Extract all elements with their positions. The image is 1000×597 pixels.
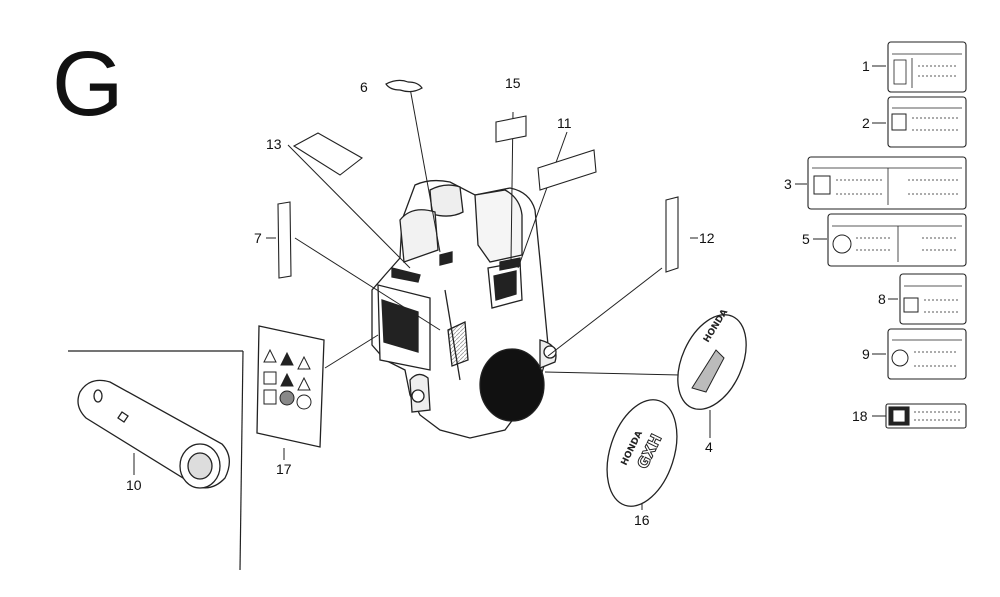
callout-10: 10: [126, 477, 142, 493]
callout-9: 9: [862, 346, 870, 362]
part-1-label: [887, 41, 967, 93]
part-13-label: [292, 132, 363, 176]
part-7-label: [277, 201, 292, 279]
part-4-emblem: HONDA: [677, 308, 747, 410]
callout-12: 12: [699, 230, 715, 246]
callout-13: 13: [266, 136, 282, 152]
callout-1: 1: [862, 58, 870, 74]
leader-lines: [133, 65, 898, 510]
callout-18: 18: [852, 408, 868, 424]
boundary-lines: [68, 350, 244, 571]
callout-2: 2: [862, 115, 870, 131]
part-17-warning-label: [256, 325, 325, 448]
callout-5: 5: [802, 231, 810, 247]
part-10-spark-plug-wrench: [77, 379, 230, 489]
part-2-label: [887, 96, 967, 148]
part-15-label: [495, 115, 527, 143]
section-letter: G: [52, 33, 124, 135]
engine-body: [371, 179, 557, 439]
callout-3: 3: [784, 176, 792, 192]
part-8-label: [899, 273, 967, 325]
callout-4: 4: [705, 439, 713, 455]
callout-7: 7: [254, 230, 262, 246]
callout-15: 15: [505, 75, 521, 91]
part-5-label: [827, 213, 967, 267]
callout-8: 8: [878, 291, 886, 307]
part-11-label: [537, 149, 597, 191]
part-6-gasket: [385, 79, 423, 93]
part-9-label: [887, 328, 967, 380]
callout-16: 16: [634, 512, 650, 528]
callout-17: 17: [276, 461, 292, 477]
callout-11: 11: [557, 115, 572, 131]
part-12-label: [665, 196, 679, 273]
part-16-emblem: HONDA GXH: [606, 399, 678, 507]
callout-6: 6: [360, 79, 368, 95]
part-3-label: [807, 156, 967, 210]
part-18-label: [885, 403, 967, 429]
